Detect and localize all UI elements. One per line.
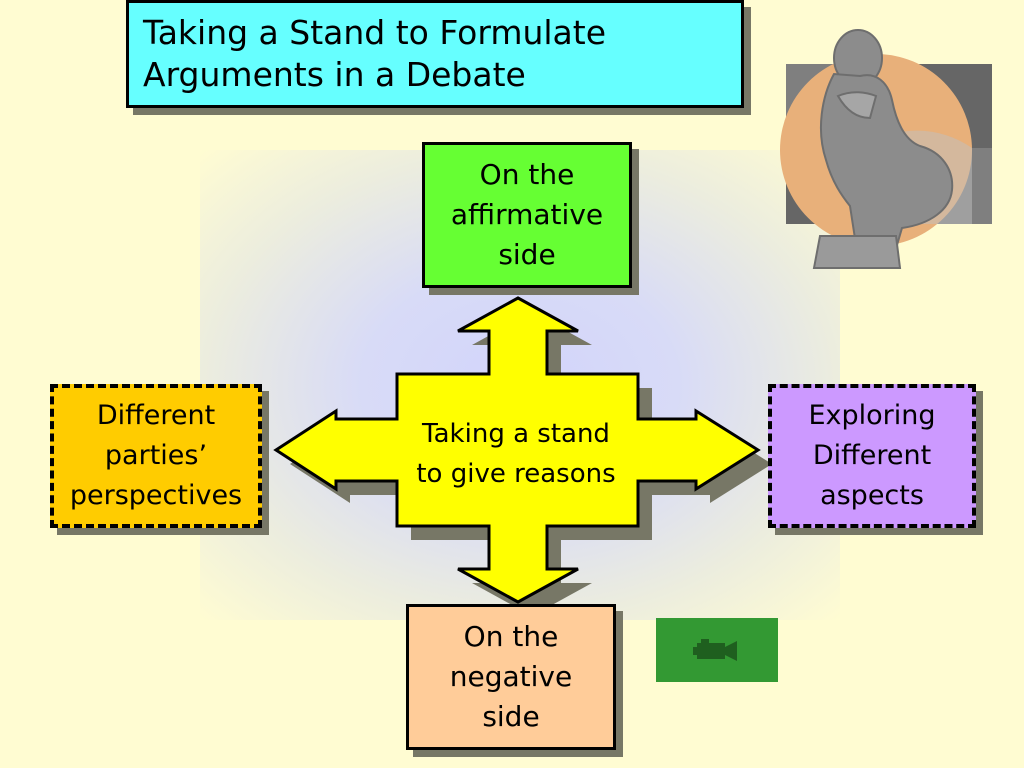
center-line-1: Taking a stand <box>422 419 610 449</box>
exploring-line-3: aspects <box>820 480 924 511</box>
video-camera-icon <box>693 639 737 661</box>
negative-line-3: side <box>482 700 540 733</box>
slide-title: Taking a Stand to Formulate Arguments in… <box>126 0 744 108</box>
negative-side-box: On the negative side <box>406 604 616 750</box>
parties-line-1: Different <box>96 400 216 431</box>
parties-line-3: perspectives <box>69 480 243 511</box>
negative-line-1: On the <box>463 620 559 653</box>
exploring-line-2: Different <box>812 440 932 471</box>
negative-line-2: negative <box>449 660 573 693</box>
media-button[interactable] <box>656 618 778 682</box>
center-line-2: to give reasons <box>416 459 616 489</box>
affirmative-line-3: side <box>498 238 556 271</box>
exploring-aspects-box: Exploring Different aspects <box>768 384 976 528</box>
title-line-1: Taking a Stand to Formulate <box>143 13 607 52</box>
exploring-line-1: Exploring <box>808 400 936 431</box>
arrow-shape <box>273 296 761 604</box>
center-label: Taking a stand to give reasons <box>388 412 644 496</box>
title-line-2: Arguments in a Debate <box>143 55 526 94</box>
affirmative-side-box: On the affirmative side <box>422 142 632 288</box>
parties-line-2: parties’ <box>104 440 208 471</box>
parties-perspectives-box: Different parties’ perspectives <box>50 384 262 528</box>
affirmative-line-1: On the <box>479 158 575 191</box>
affirmative-line-2: affirmative <box>450 198 604 231</box>
